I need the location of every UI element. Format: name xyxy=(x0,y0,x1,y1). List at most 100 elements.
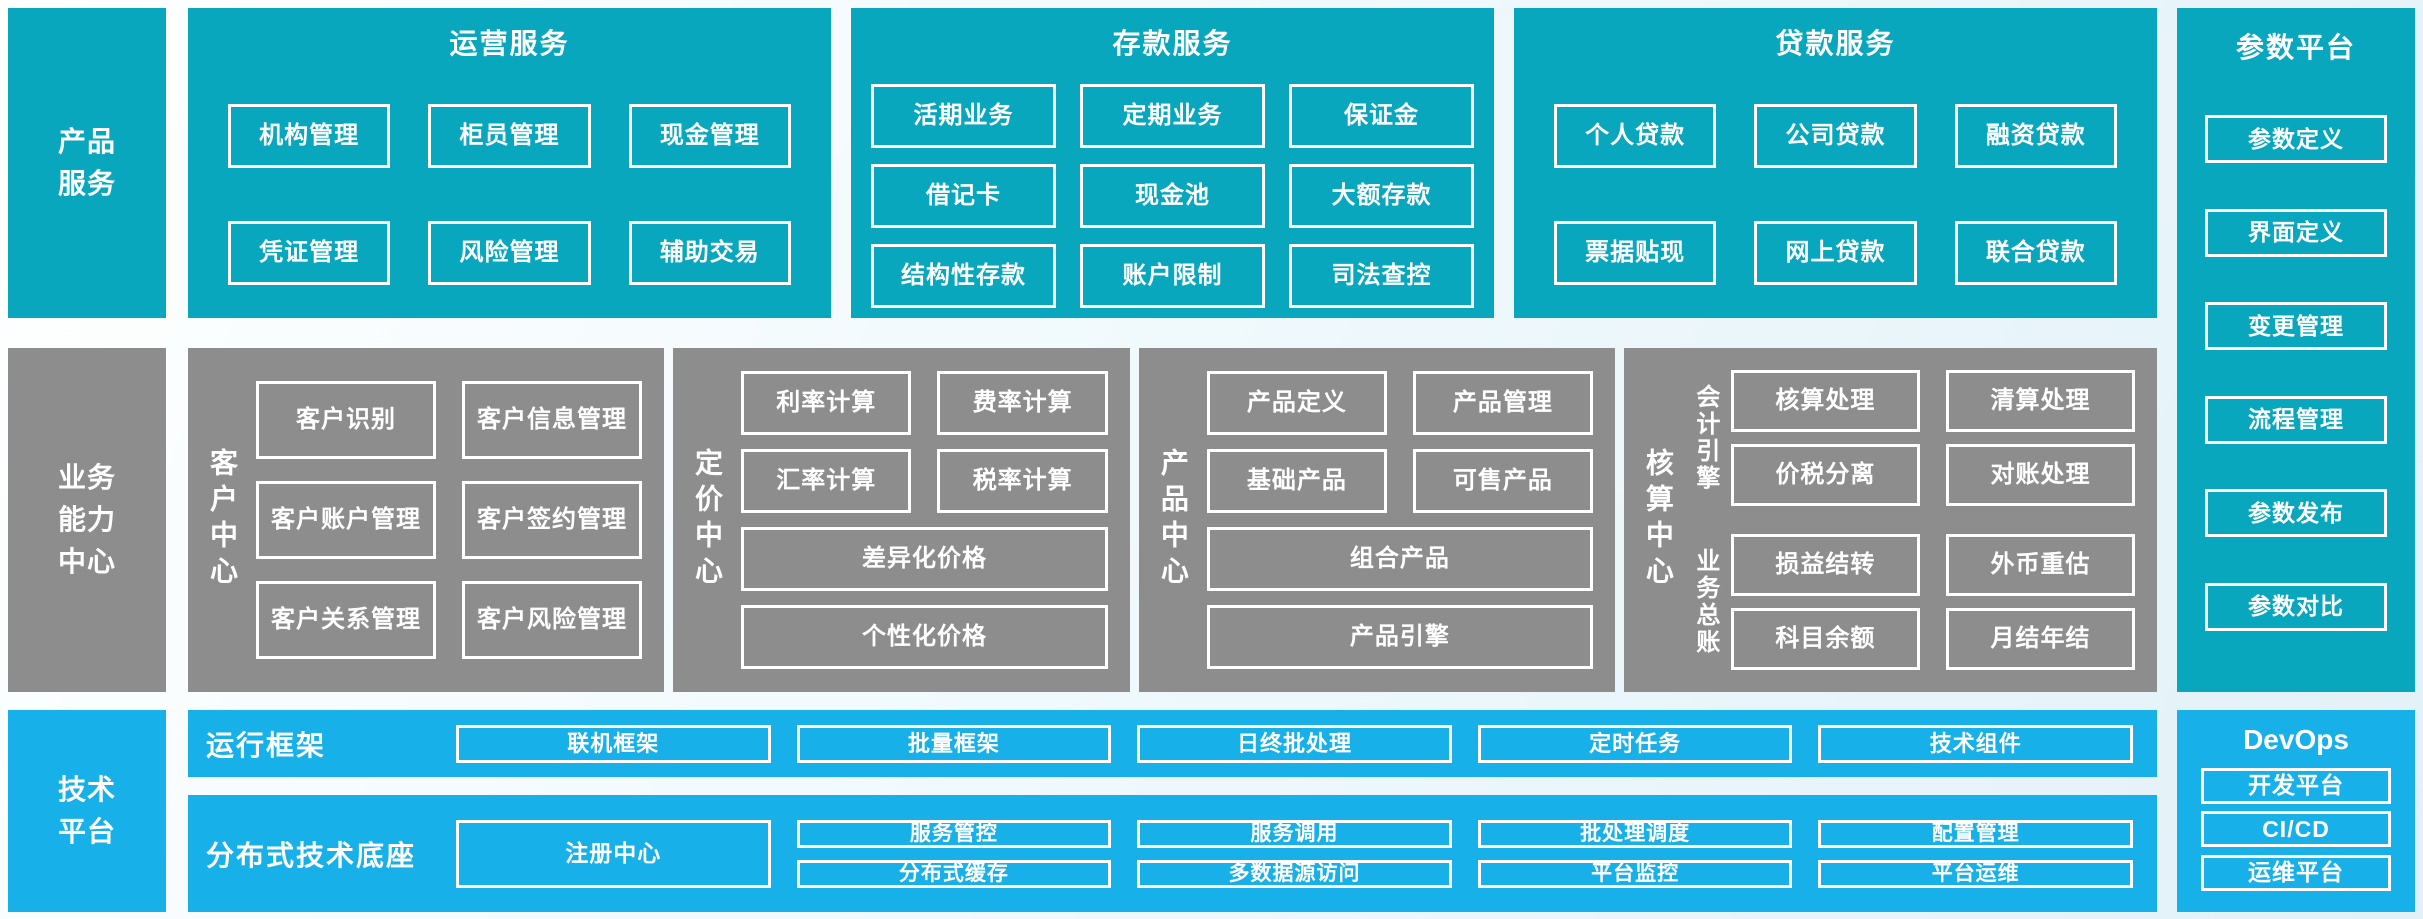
operations-box: 风险管理 xyxy=(428,221,591,285)
deposit-box: 定期业务 xyxy=(1080,84,1265,148)
operations-box: 柜员管理 xyxy=(428,104,591,168)
row-label-capability-center: 业务能力中心 xyxy=(8,348,166,692)
pricing-box: 税率计算 xyxy=(937,449,1108,513)
runtime-box: 日终批处理 xyxy=(1137,724,1452,763)
pricing-center-grid: 利率计算 费率计算 汇率计算 税率计算 差异化价格 个性化价格 xyxy=(740,371,1108,669)
devops-box: 开发平台 xyxy=(2201,767,2391,804)
loan-box: 网上贷款 xyxy=(1754,221,1917,285)
deposit-grid: 活期业务 定期业务 保证金 借记卡 现金池 大额存款 结构性存款 账户限制 司法… xyxy=(871,84,1474,308)
parameter-box: 参数发布 xyxy=(2205,489,2387,538)
accounting-box: 清算处理 xyxy=(1945,370,2135,432)
customer-box: 客户信息管理 xyxy=(461,381,642,459)
pricing-box-wide: 个性化价格 xyxy=(740,605,1108,669)
accounting-box: 价税分离 xyxy=(1730,444,1920,506)
parameter-platform-panel: 参数平台 参数定义 界面定义 变更管理 流程管理 参数发布 参数对比 xyxy=(2177,8,2415,692)
distributed-base-panel: 分布式技术底座 注册中心 服务管控 服务调用 批处理调度 配置管理 分布式缓存 … xyxy=(188,795,2157,912)
pricing-box-wide: 差异化价格 xyxy=(740,527,1108,591)
runtime-box: 技术组件 xyxy=(1818,724,2133,763)
devops-box: 运维平台 xyxy=(2201,854,2391,891)
runtime-box: 批量框架 xyxy=(796,724,1112,763)
vertical-sublabel: 会计引擎 xyxy=(1691,384,1719,492)
panel-label: 分布式技术底座 xyxy=(206,839,417,871)
deposit-box: 结构性存款 xyxy=(871,244,1056,308)
product-services-row: 运营服务 机构管理 柜员管理 现金管理 凭证管理 风险管理 辅助交易 存款服务 … xyxy=(188,8,2157,318)
vertical-label: 核算中心 xyxy=(1642,448,1674,592)
customer-box: 客户签约管理 xyxy=(461,481,642,559)
pricing-box: 费率计算 xyxy=(937,371,1108,435)
panel-title: DevOps xyxy=(2243,724,2349,755)
row-label-text: 产品服务 xyxy=(57,126,116,199)
registry-center-box: 注册中心 xyxy=(456,819,771,888)
accounting-box: 科目余额 xyxy=(1730,608,1920,670)
deposit-services-panel: 存款服务 活期业务 定期业务 保证金 借记卡 现金池 大额存款 结构性存款 账户… xyxy=(851,8,1494,318)
operations-box: 机构管理 xyxy=(228,104,391,168)
row-label-text: 业务能力中心 xyxy=(57,462,116,577)
accounting-box: 外币重估 xyxy=(1945,534,2135,596)
business-ledger-grid: 损益结转 外币重估 科目余额 月结年结 xyxy=(1730,534,2135,670)
operations-box: 凭证管理 xyxy=(228,221,391,285)
deposit-box: 司法查控 xyxy=(1289,244,1474,308)
panel-title: 运营服务 xyxy=(449,28,570,59)
loan-box: 个人贷款 xyxy=(1554,104,1717,168)
customer-center-grid: 客户识别 客户信息管理 客户账户管理 客户签约管理 客户关系管理 客户风险管理 xyxy=(256,381,642,659)
operations-services-panel: 运营服务 机构管理 柜员管理 现金管理 凭证管理 风险管理 辅助交易 xyxy=(188,8,831,318)
distributed-base-grid: 注册中心 服务管控 服务调用 批处理调度 配置管理 分布式缓存 多数据源访问 平… xyxy=(456,819,2133,888)
parameter-box: 参数对比 xyxy=(2205,582,2387,631)
parameter-platform-list: 参数定义 界面定义 变更管理 流程管理 参数发布 参数对比 xyxy=(2205,70,2387,676)
business-ledger-group: 业务总账 损益结转 外币重估 科目余额 月结年结 xyxy=(1680,534,2135,670)
vertical-label: 客户中心 xyxy=(207,448,238,592)
runtime-box: 联机框架 xyxy=(456,724,771,763)
pricing-center-panel: 定价中心 利率计算 费率计算 汇率计算 税率计算 差异化价格 个性化价格 xyxy=(672,348,1130,692)
product-center-panel: 产品中心 产品定义 产品管理 基础产品 可售产品 组合产品 产品引擎 xyxy=(1138,348,1615,692)
base-box: 批处理调度 xyxy=(1477,819,1793,848)
operations-grid: 机构管理 柜员管理 现金管理 凭证管理 风险管理 辅助交易 xyxy=(228,104,791,285)
accounting-box: 月结年结 xyxy=(1945,608,2135,670)
deposit-box: 借记卡 xyxy=(871,164,1056,228)
product-box: 产品管理 xyxy=(1412,371,1593,435)
panel-label: 运行框架 xyxy=(206,729,327,761)
panel-title: 贷款服务 xyxy=(1775,28,1896,59)
operations-box: 辅助交易 xyxy=(628,221,791,285)
deposit-box: 大额存款 xyxy=(1289,164,1474,228)
operations-box: 现金管理 xyxy=(628,104,791,168)
customer-box: 客户风险管理 xyxy=(461,581,642,659)
panel-title: 参数平台 xyxy=(2235,32,2356,63)
accounting-box: 损益结转 xyxy=(1730,534,1920,596)
product-box: 基础产品 xyxy=(1206,449,1387,513)
row-label-product-services: 产品服务 xyxy=(8,8,166,318)
accounting-box: 核算处理 xyxy=(1730,370,1920,432)
deposit-box: 保证金 xyxy=(1289,84,1474,148)
deposit-box: 活期业务 xyxy=(871,84,1056,148)
product-center-grid: 产品定义 产品管理 基础产品 可售产品 组合产品 产品引擎 xyxy=(1206,371,1593,669)
pricing-box: 汇率计算 xyxy=(740,449,912,513)
devops-list: 开发平台 CI/CD 运维平台 xyxy=(2201,760,2391,898)
customer-box: 客户识别 xyxy=(256,381,436,459)
parameter-box: 参数定义 xyxy=(2205,115,2387,164)
panel-title: 存款服务 xyxy=(1112,28,1233,59)
customer-center-panel: 客户中心 客户识别 客户信息管理 客户账户管理 客户签约管理 客户关系管理 客户… xyxy=(188,348,664,692)
base-box: 平台监控 xyxy=(1477,859,1793,888)
runtime-box: 定时任务 xyxy=(1477,724,1793,763)
runtime-framework-grid: 联机框架 批量框架 日终批处理 定时任务 技术组件 xyxy=(456,724,2133,763)
devops-box: CI/CD xyxy=(2201,811,2391,847)
product-box: 产品定义 xyxy=(1206,371,1387,435)
customer-box: 客户关系管理 xyxy=(256,581,436,659)
capability-centers-row: 客户中心 客户识别 客户信息管理 客户账户管理 客户签约管理 客户关系管理 客户… xyxy=(188,348,2157,692)
product-box-wide: 组合产品 xyxy=(1206,527,1593,591)
base-box: 配置管理 xyxy=(1818,819,2133,848)
parameter-box: 变更管理 xyxy=(2205,302,2387,351)
vertical-label: 产品中心 xyxy=(1157,448,1189,592)
devops-panel: DevOps 开发平台 CI/CD 运维平台 xyxy=(2177,710,2415,912)
base-box: 平台运维 xyxy=(1818,859,2133,888)
base-box: 分布式缓存 xyxy=(796,859,1112,888)
row-label-text: 技术平台 xyxy=(57,774,116,847)
deposit-box: 账户限制 xyxy=(1080,244,1265,308)
vertical-sublabel: 业务总账 xyxy=(1691,548,1719,656)
product-box: 可售产品 xyxy=(1412,449,1593,513)
loan-box: 票据贴现 xyxy=(1554,221,1717,285)
base-box: 服务管控 xyxy=(796,819,1112,848)
vertical-label: 定价中心 xyxy=(691,448,723,592)
loan-box: 公司贷款 xyxy=(1754,104,1917,168)
loan-box: 融资贷款 xyxy=(1954,104,2117,168)
